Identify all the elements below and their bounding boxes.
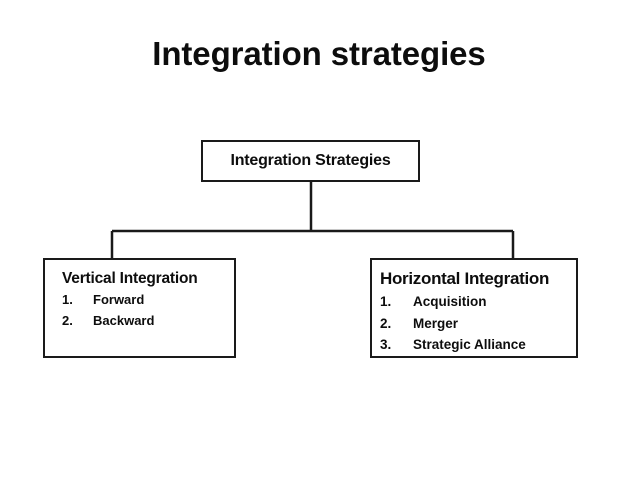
node-title: Horizontal Integration (380, 269, 550, 288)
list-marker: 2. (380, 315, 392, 331)
list-item: 1. Acquisition (380, 291, 576, 312)
list-label: Forward (93, 292, 145, 308)
list-label: Strategic Alliance (413, 336, 526, 352)
node-horizontal-integration: Horizontal Integration 1. Acquisition 2.… (370, 258, 578, 358)
node-item-list: 1. Acquisition 2. Merger 3. Strategic Al… (380, 291, 576, 355)
page-title: Integration strategies (152, 35, 486, 72)
node-title: Integration Strategies (230, 152, 391, 169)
list-item: 2. Backward (62, 311, 234, 332)
node-integration-strategies: Integration Strategies (201, 140, 420, 182)
node-item-list: 1. Forward 2. Backward (62, 290, 234, 331)
list-label: Backward (93, 312, 155, 328)
list-marker: 1. (62, 292, 73, 308)
list-item: 1. Forward (62, 290, 234, 311)
list-marker: 3. (380, 336, 392, 352)
list-label: Merger (413, 315, 459, 331)
node-vertical-integration: Vertical Integration 1. Forward 2. Backw… (43, 258, 236, 358)
list-label: Acquisition (413, 294, 487, 310)
list-marker: 2. (62, 312, 73, 328)
list-item: 2. Merger (380, 313, 576, 334)
list-marker: 1. (380, 294, 392, 310)
list-item: 3. Strategic Alliance (380, 334, 576, 355)
node-title: Vertical Integration (62, 270, 198, 287)
